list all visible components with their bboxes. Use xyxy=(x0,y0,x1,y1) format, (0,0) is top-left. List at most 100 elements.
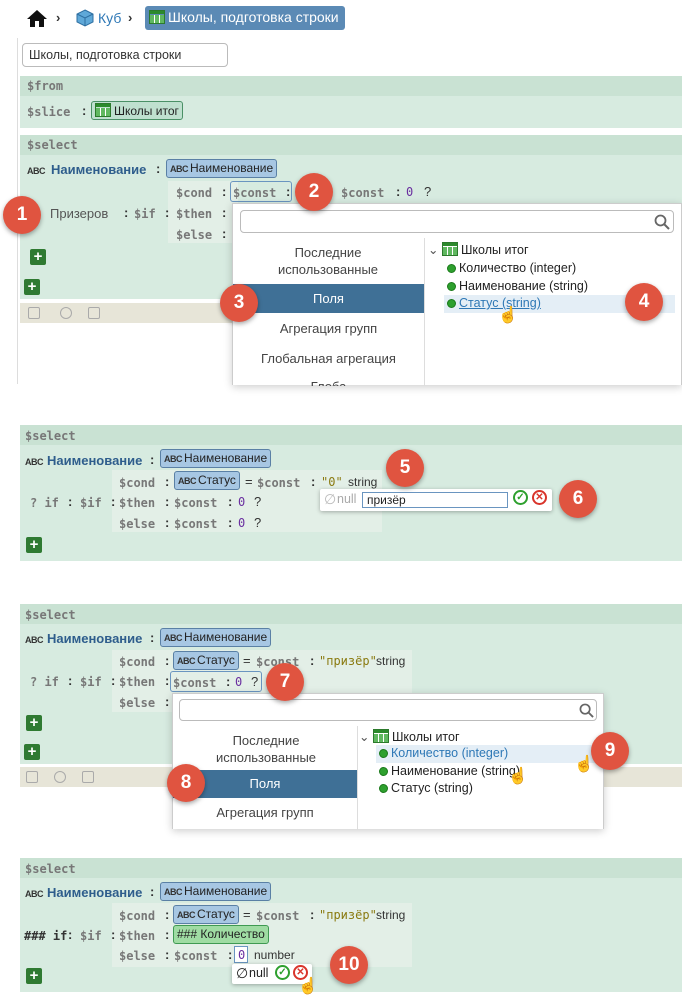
const-keyword[interactable]: $const xyxy=(174,517,218,531)
if-keyword: $if xyxy=(80,675,102,689)
breadcrumb-current[interactable]: Школы, подготовка строки xyxy=(145,6,345,30)
value-editor xyxy=(320,489,552,511)
null-icon[interactable]: ∅ xyxy=(236,965,249,981)
disable-icon[interactable] xyxy=(26,771,38,783)
gauge-icon[interactable] xyxy=(54,771,66,783)
tree-item-name[interactable]: Наименование (string) xyxy=(447,279,588,293)
category-group-aggregation[interactable]: Агрегация групп xyxy=(216,805,314,820)
colon: : xyxy=(165,907,170,922)
chevron-right-icon: › xyxy=(128,10,133,25)
category-global-aggregation[interactable]: Глобальная агрегация xyxy=(261,351,396,366)
search-input[interactable] xyxy=(240,210,674,233)
gauge-icon[interactable] xyxy=(60,307,72,319)
const-keyword[interactable]: $const xyxy=(174,496,218,510)
disable-icon[interactable] xyxy=(28,307,40,319)
cond-keyword: $cond xyxy=(119,909,156,923)
else-keyword: $else xyxy=(176,228,213,242)
const-value[interactable]: 0 xyxy=(235,675,243,689)
tree-item-status[interactable]: Статус (string) xyxy=(379,781,473,795)
else-value-slot[interactable] xyxy=(234,946,248,963)
null-icon[interactable]: ∅ xyxy=(324,491,337,507)
then-const-slot[interactable] xyxy=(170,671,262,692)
const-keyword[interactable]: $const xyxy=(233,186,277,200)
const-keyword[interactable]: $const xyxy=(174,949,218,963)
category-group-aggregation[interactable]: Агрегация групп xyxy=(279,321,378,336)
add-field-button[interactable]: + xyxy=(26,968,42,984)
tree-item-name[interactable]: Наименование (string) xyxy=(379,764,520,778)
tree-root[interactable]: ⌄ Школы итог xyxy=(359,729,460,744)
prizerov-label[interactable]: Призеров xyxy=(50,206,109,221)
tree-root[interactable]: ⌄ Школы итог xyxy=(428,242,529,257)
category-more[interactable]: Глоба xyxy=(233,379,424,386)
search-input[interactable] xyxy=(179,699,597,721)
add-section-button[interactable]: + xyxy=(24,744,40,760)
category-recent[interactable]: Последние использованные xyxy=(277,245,379,277)
const-keyword[interactable]: $const xyxy=(257,476,301,490)
tree-item-status[interactable]: Статус (string) xyxy=(444,295,675,313)
colon: : xyxy=(228,515,233,530)
cancel-icon[interactable]: ✕ xyxy=(532,490,547,505)
tree-item-label: Наименование (string) xyxy=(391,764,521,778)
if-label: ? if xyxy=(30,496,59,510)
field-name[interactable]: Наименование xyxy=(47,631,143,646)
search-icon[interactable] xyxy=(654,214,670,230)
field-dot-icon xyxy=(447,299,456,308)
null-toggle[interactable]: null xyxy=(249,966,269,980)
const-value[interactable]: 0 xyxy=(406,185,414,199)
colon: : xyxy=(222,226,227,241)
const-value[interactable]: 0 xyxy=(238,948,246,962)
field-name[interactable]: Наименование xyxy=(51,162,147,177)
status-chip-label: Статус xyxy=(197,653,235,667)
value-input[interactable]: призёр xyxy=(362,492,508,508)
colon: : xyxy=(124,205,129,220)
field-name[interactable]: Наименование xyxy=(47,453,143,468)
indent-icon[interactable] xyxy=(88,307,100,319)
const-value[interactable]: 0 xyxy=(238,516,246,530)
category-fields[interactable]: Поля xyxy=(233,284,424,313)
cond-const-slot[interactable] xyxy=(230,181,292,202)
const-keyword[interactable]: $const xyxy=(256,909,300,923)
add-field-button[interactable]: + xyxy=(30,249,46,265)
add-field-button[interactable]: + xyxy=(26,715,42,731)
const-value[interactable]: 0 xyxy=(238,495,246,509)
colon: : xyxy=(68,673,73,688)
then-field-chip[interactable]: ### Количество xyxy=(173,925,269,944)
colon: : xyxy=(396,184,401,199)
divider xyxy=(424,238,425,386)
field-name[interactable]: Наименование xyxy=(47,885,143,900)
confirm-icon[interactable]: ✓ xyxy=(275,965,290,980)
indent-icon[interactable] xyxy=(82,771,94,783)
confirm-icon[interactable]: ✓ xyxy=(513,490,528,505)
add-section-button[interactable]: + xyxy=(24,279,40,295)
const-type: string xyxy=(376,908,406,922)
step-badge-4: 4 xyxy=(625,283,663,321)
value-input-text: призёр xyxy=(367,493,406,507)
if-keyword: $if xyxy=(134,207,156,221)
colon: : xyxy=(150,630,155,645)
home-icon[interactable] xyxy=(26,9,48,28)
table-icon xyxy=(372,729,389,743)
const-keyword[interactable]: $const xyxy=(341,186,385,200)
category-recent[interactable]: Последние использованные xyxy=(215,733,317,765)
tree-item-count[interactable]: Количество (integer) xyxy=(447,261,576,275)
search-icon[interactable] xyxy=(579,703,594,718)
const-string-value[interactable]: "призёр" xyxy=(319,908,377,922)
cancel-icon[interactable]: ✕ xyxy=(293,965,308,980)
tree-item-count[interactable]: Количество (integer) xyxy=(376,745,602,763)
const-string-value[interactable]: "призёр" xyxy=(319,654,377,668)
title-input[interactable]: Школы, подготовка строки xyxy=(22,43,228,67)
add-field-button[interactable]: + xyxy=(26,537,42,553)
else-keyword: $else xyxy=(119,696,156,710)
const-keyword[interactable]: $const xyxy=(173,676,217,690)
slice-chip[interactable]: Школы итог xyxy=(91,101,183,120)
breadcrumb-cube[interactable]: Куб xyxy=(98,10,122,26)
null-toggle[interactable]: null xyxy=(337,492,357,506)
const-string-value[interactable]: "0" xyxy=(321,475,343,489)
